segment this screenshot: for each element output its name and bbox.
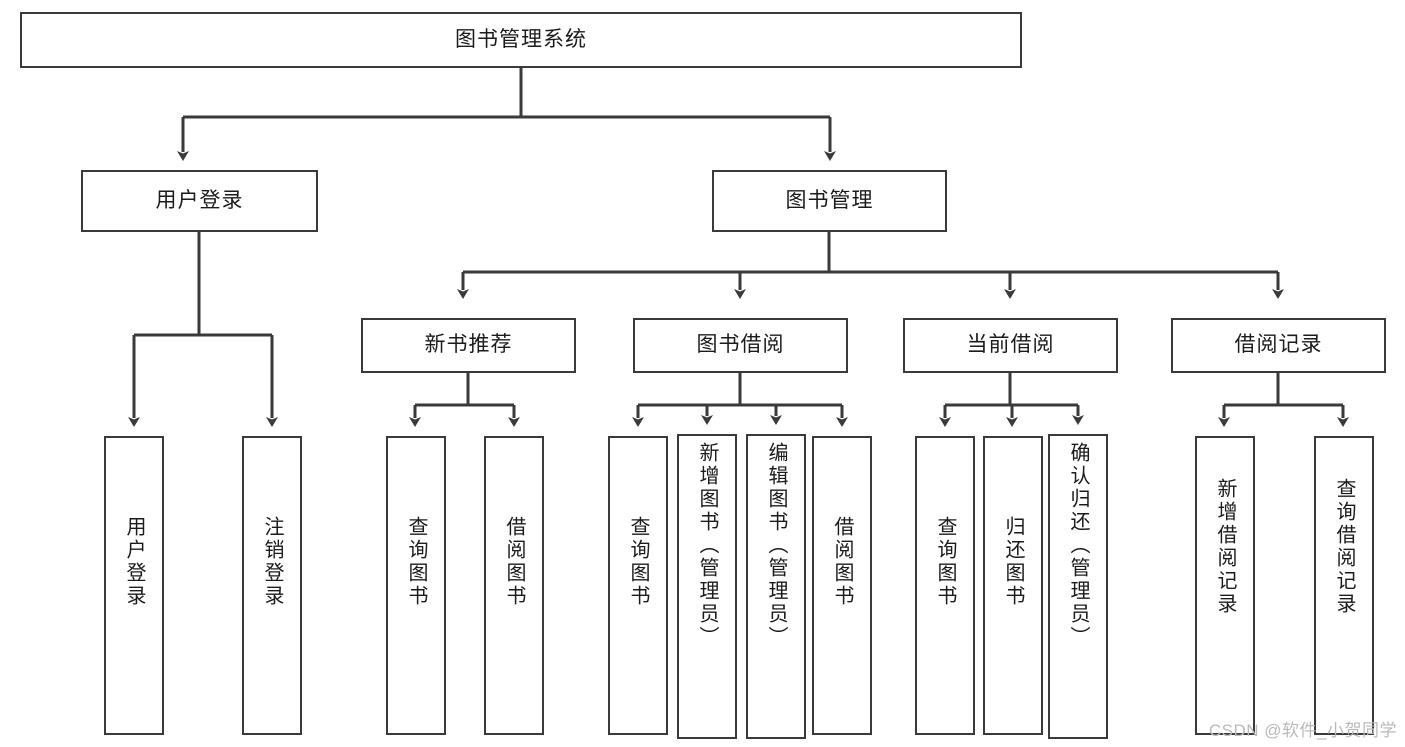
node-book-borrow[interactable]: 图书借阅 [633,318,848,373]
leaf-user-login-2[interactable]: 注销登录 [242,436,302,735]
leaf-current-borrow-2[interactable]: 归还图书 [983,436,1043,735]
leaf-book-borrow-4-label: 借阅图书 [831,516,853,608]
leaf-current-borrow-3[interactable]: 确认归还（管理员） [1048,434,1108,739]
leaf-book-borrow-1[interactable]: 查询图书 [608,436,668,735]
node-new-book-recommend[interactable]: 新书推荐 [361,318,576,373]
leaf-current-borrow-1[interactable]: 查询图书 [915,436,975,735]
node-book-borrow-label: 图书借阅 [696,333,785,357]
leaf-book-borrow-3[interactable]: 编辑图书（管理员） [746,434,806,739]
node-borrow-record[interactable]: 借阅记录 [1171,318,1386,373]
leaf-new-book-1-label: 查询图书 [405,516,427,608]
leaf-new-book-2[interactable]: 借阅图书 [484,436,544,735]
leaf-user-login-1-label: 用户登录 [123,516,145,608]
leaf-book-borrow-1-label: 查询图书 [627,516,649,608]
leaf-borrow-record-2[interactable]: 查询借阅记录 [1314,436,1374,735]
node-borrow-record-label: 借阅记录 [1234,333,1323,357]
leaf-new-book-1[interactable]: 查询图书 [386,436,446,735]
node-book-management-label: 图书管理 [785,188,874,212]
node-user-login[interactable]: 用户登录 [81,170,318,232]
leaf-borrow-record-1-label: 新增借阅记录 [1214,478,1236,616]
node-current-borrow-label: 当前借阅 [966,333,1055,357]
leaf-book-borrow-2-label: 新增图书（管理员） [696,442,718,649]
leaf-new-book-2-label: 借阅图书 [503,516,525,608]
leaf-current-borrow-1-label: 查询图书 [934,516,956,608]
node-new-book-recommend-label: 新书推荐 [424,333,513,357]
node-book-management[interactable]: 图书管理 [712,170,947,232]
leaf-borrow-record-1[interactable]: 新增借阅记录 [1195,436,1255,735]
leaf-current-borrow-3-label: 确认归还（管理员） [1067,442,1089,649]
watermark: CSDN @软件_小贺同学 [1208,721,1397,740]
node-current-borrow[interactable]: 当前借阅 [903,318,1118,373]
leaf-book-borrow-2[interactable]: 新增图书（管理员） [677,434,737,739]
leaf-borrow-record-2-label: 查询借阅记录 [1333,478,1355,616]
node-root-label: 图书管理系统 [455,27,587,51]
leaf-current-borrow-2-label: 归还图书 [1002,516,1024,608]
leaf-book-borrow-4[interactable]: 借阅图书 [812,436,872,735]
leaf-user-login-2-label: 注销登录 [261,516,283,608]
leaf-book-borrow-3-label: 编辑图书（管理员） [765,442,787,649]
leaf-user-login-1[interactable]: 用户登录 [104,436,164,735]
node-user-login-label: 用户登录 [155,188,244,212]
node-root[interactable]: 图书管理系统 [20,12,1022,68]
